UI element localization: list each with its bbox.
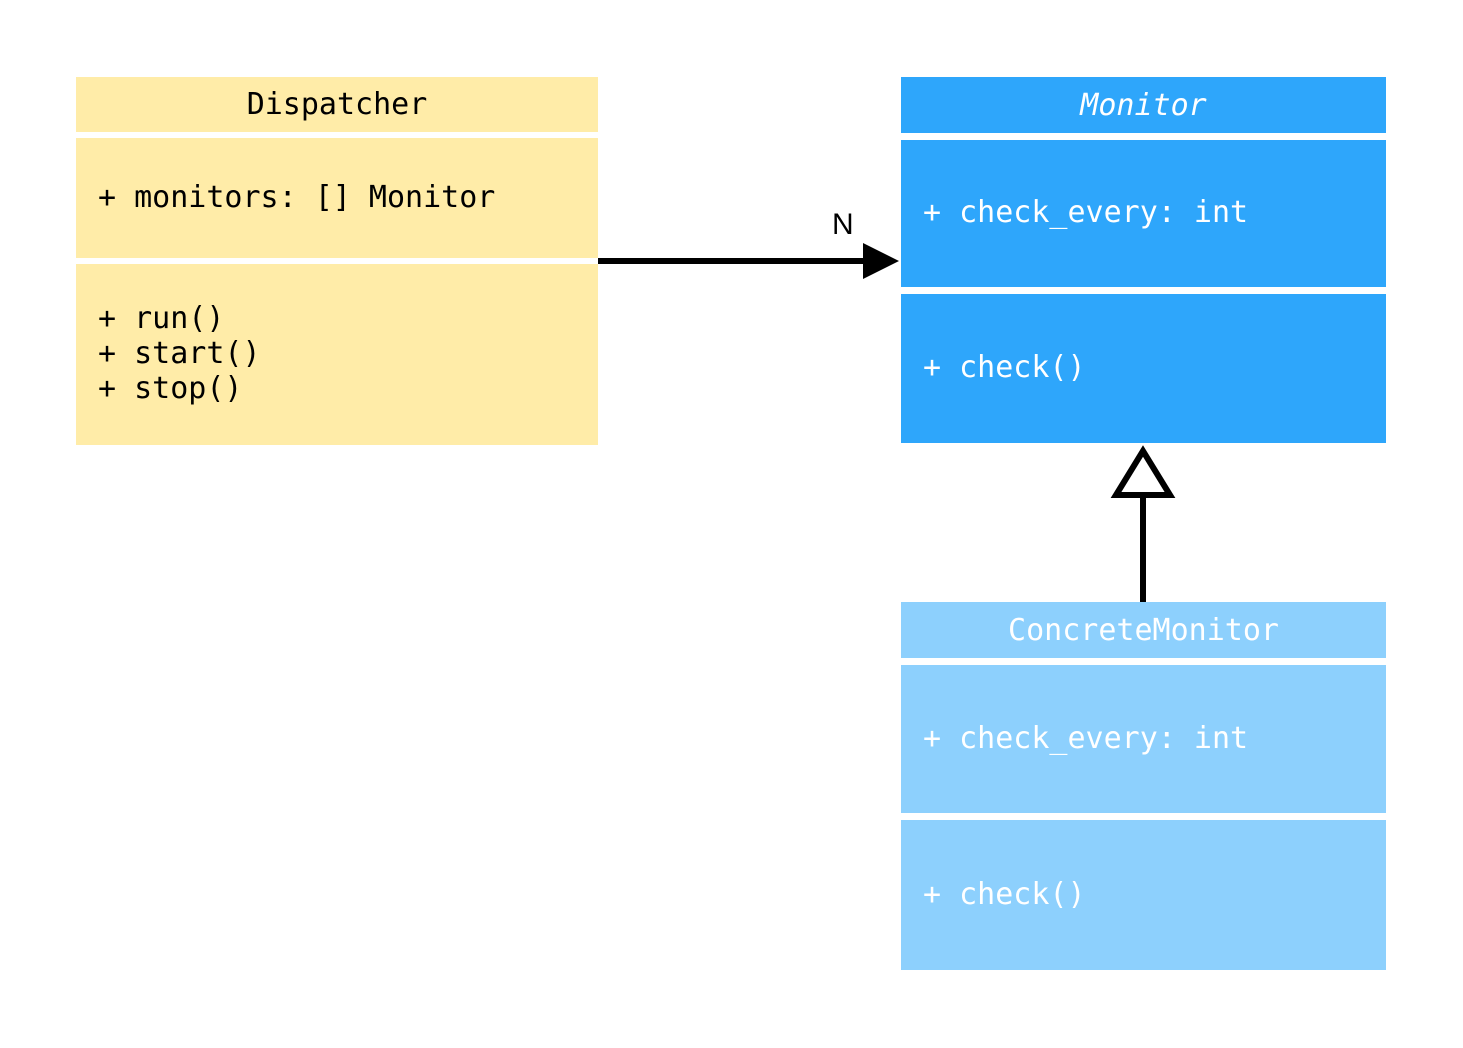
compartment-divider — [76, 258, 598, 264]
class-title-monitor: Monitor — [901, 77, 1386, 133]
filled-triangle-arrowhead-icon — [863, 243, 899, 279]
attribute-item: + monitors: [] Monitor — [98, 179, 496, 215]
methods-compartment-monitor: + check() — [901, 294, 1386, 443]
association-multiplicity-label: N — [832, 208, 854, 241]
class-title-concrete-monitor: ConcreteMonitor — [901, 602, 1386, 658]
hollow-triangle-arrowhead-icon — [1110, 445, 1176, 498]
attribute-item: + check_every: int — [923, 195, 1249, 231]
methods-compartment-concrete-monitor: + check() — [901, 820, 1386, 970]
method-item: + run() — [98, 301, 225, 337]
method-item: + stop() — [98, 370, 243, 406]
class-box-monitor[interactable]: Monitor + check_every: int + check() — [901, 77, 1386, 443]
method-item: + check() — [923, 350, 1086, 386]
compartment-divider — [901, 287, 1386, 294]
compartment-divider — [76, 132, 598, 138]
attributes-compartment-monitor: + check_every: int — [901, 140, 1386, 287]
attribute-item: + check_every: int — [923, 720, 1249, 756]
class-box-dispatcher[interactable]: Dispatcher + monitors: [] Monitor + run(… — [76, 77, 598, 445]
class-title-dispatcher: Dispatcher — [76, 77, 598, 132]
attributes-compartment-concrete-monitor: + check_every: int — [901, 665, 1386, 813]
method-item: + check() — [923, 876, 1086, 912]
methods-compartment-dispatcher: + run() + start() + stop() — [76, 264, 598, 445]
generalization-arrow-concrete-monitor-to-monitor — [1110, 445, 1176, 602]
method-item: + start() — [98, 336, 261, 372]
association-arrow-dispatcher-to-monitor — [598, 243, 899, 279]
compartment-divider — [901, 658, 1386, 665]
compartment-divider — [901, 813, 1386, 820]
class-box-concrete-monitor[interactable]: ConcreteMonitor + check_every: int + che… — [901, 602, 1386, 970]
attributes-compartment-dispatcher: + monitors: [] Monitor — [76, 138, 598, 258]
compartment-divider — [901, 133, 1386, 140]
